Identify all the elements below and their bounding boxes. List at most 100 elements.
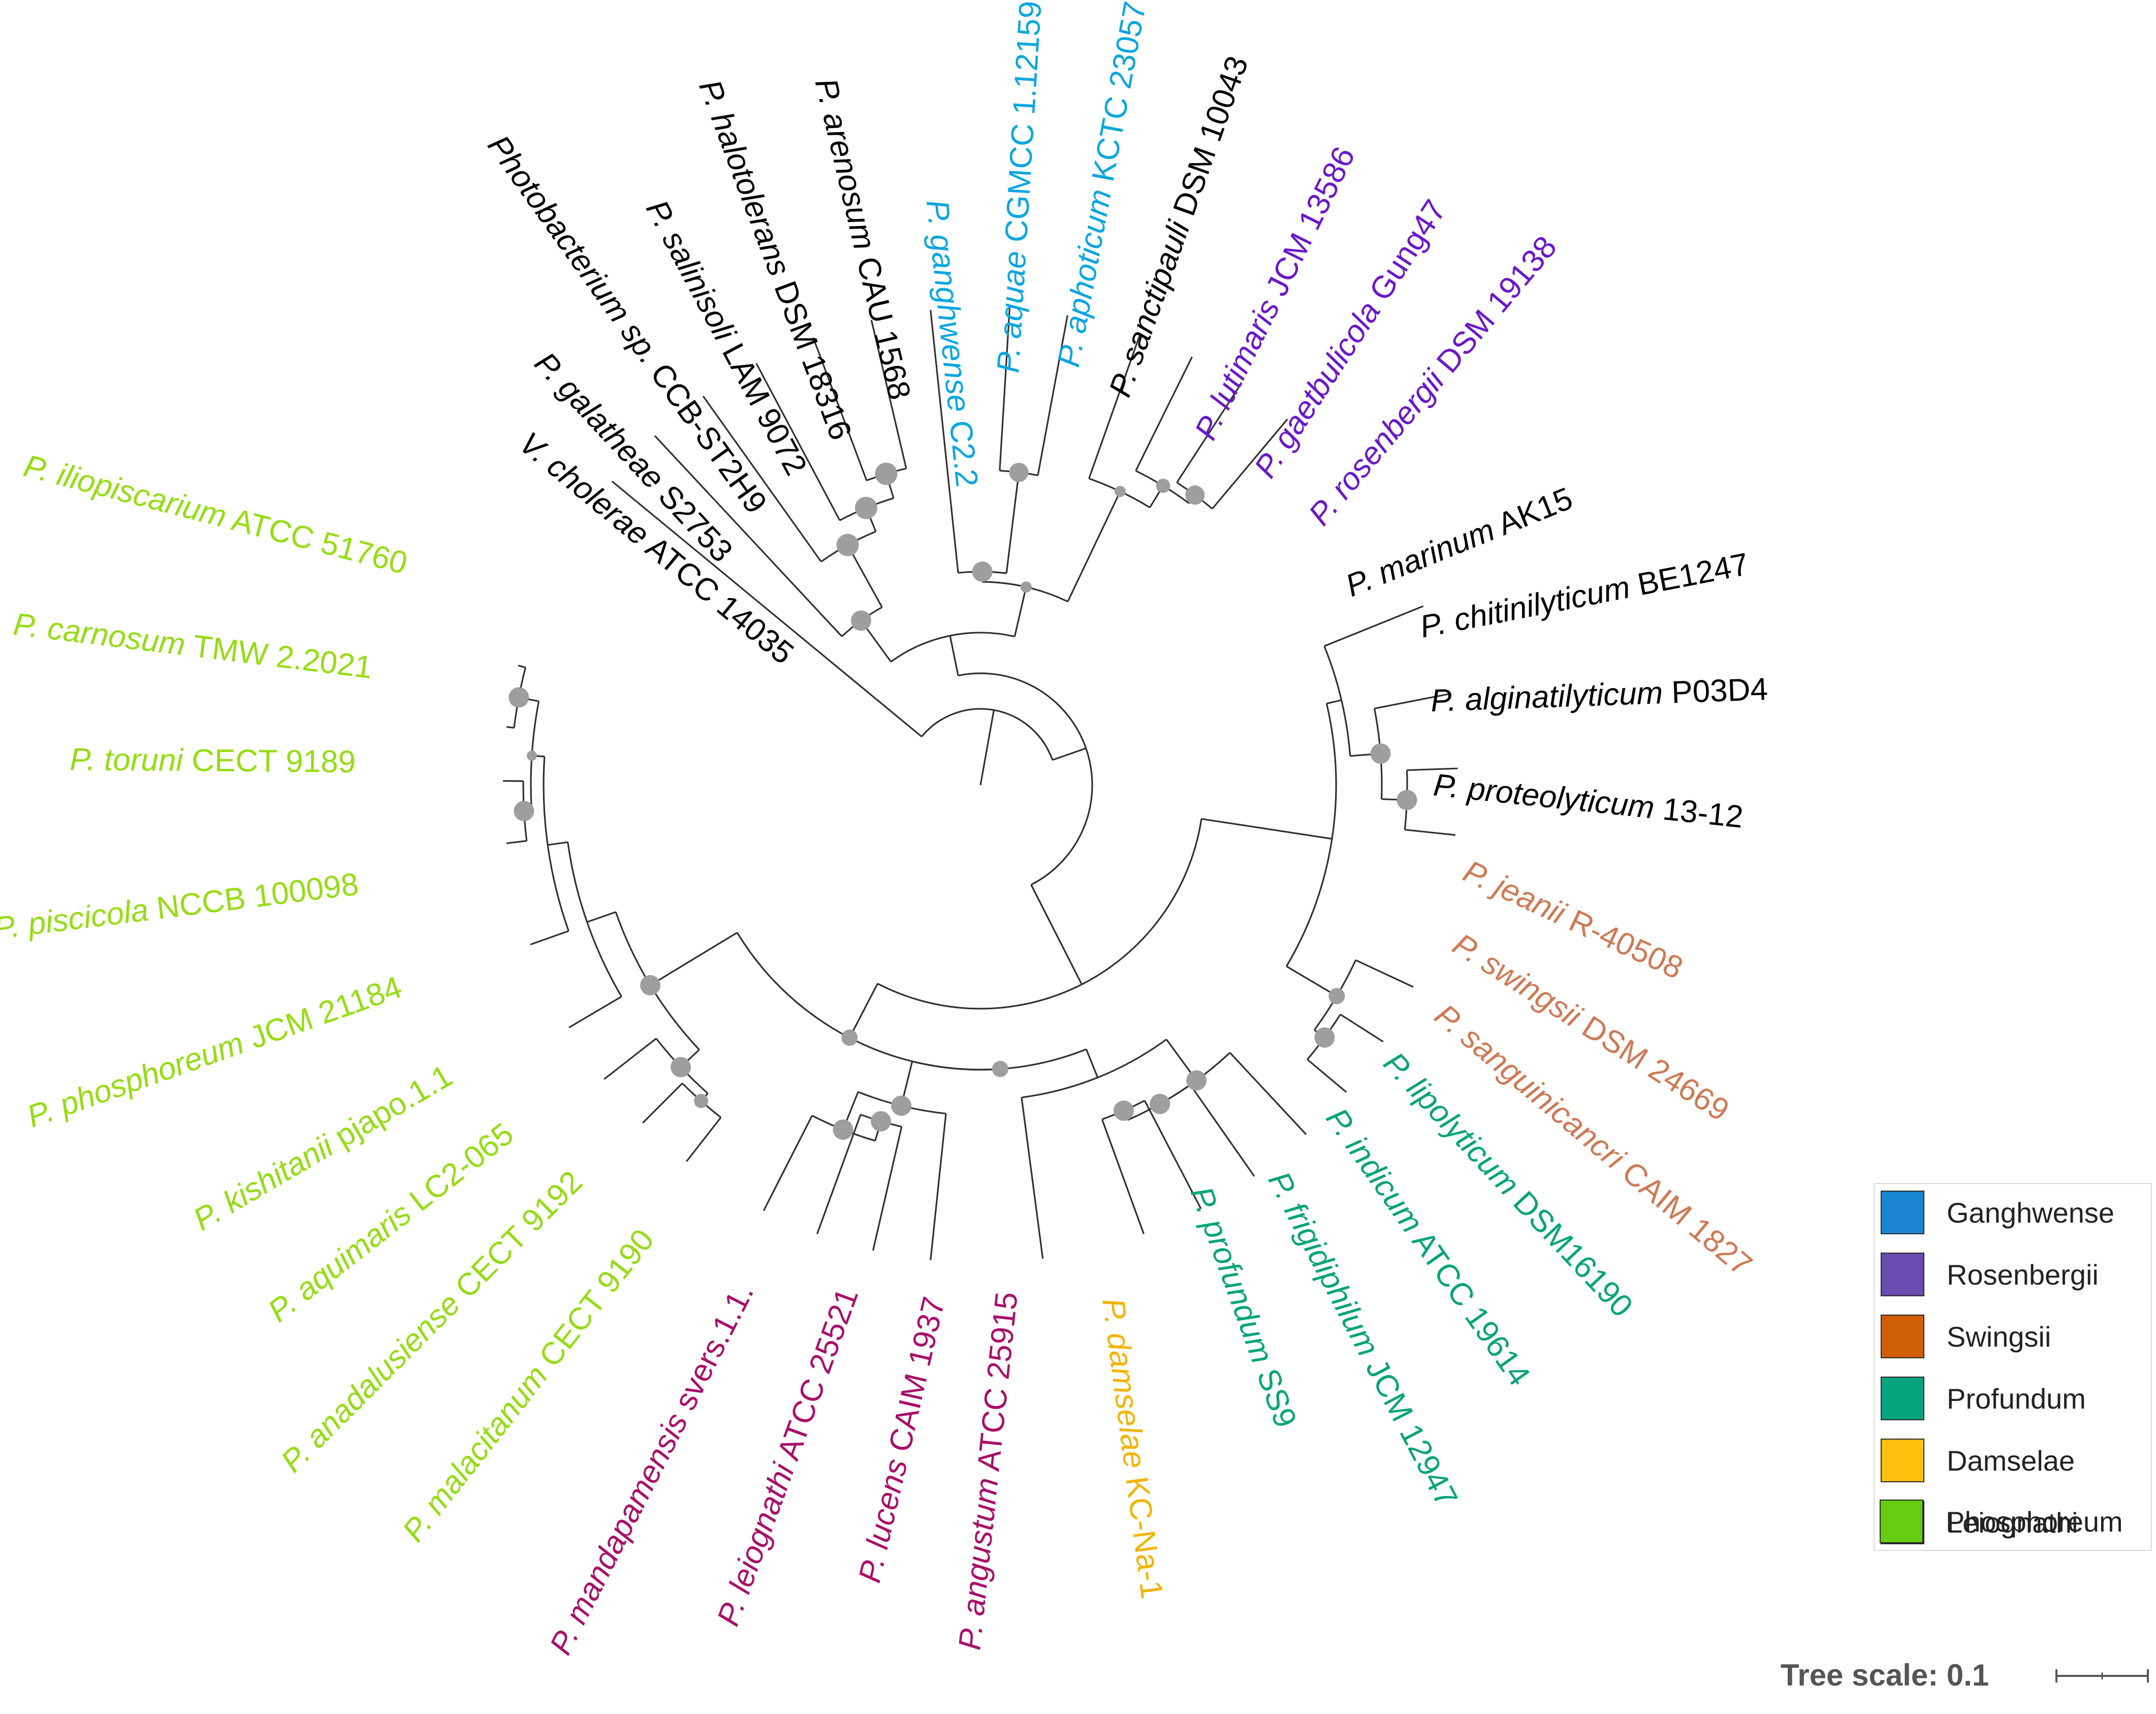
taxon-species: P. piscicola xyxy=(0,892,150,946)
taxon-strain: KCTC 23057 xyxy=(1084,0,1153,193)
branch-arc xyxy=(1323,645,1351,756)
taxon-strain: CAIM 1827 xyxy=(1609,1149,1759,1283)
branch xyxy=(816,1114,862,1234)
branch xyxy=(1085,1049,1099,1078)
branch xyxy=(1355,959,1414,988)
branch xyxy=(506,726,515,729)
legend-swatch xyxy=(1881,1191,1924,1234)
branch xyxy=(763,1115,813,1211)
taxon-strain: CGMCC 1.12159 xyxy=(998,0,1049,252)
branch xyxy=(999,308,1010,471)
branch xyxy=(870,320,907,469)
taxon-species: P. chitinilyticum xyxy=(1417,570,1633,645)
taxon-label: P. damselae KC-Na-1 xyxy=(1095,1296,1169,1601)
taxon-strain: CECT 9190 xyxy=(527,1223,661,1380)
branch xyxy=(1340,1013,1384,1043)
bootstrap-node xyxy=(514,801,534,822)
taxon-species: P. damselae xyxy=(1095,1296,1152,1471)
taxon-strain: KC-Na-1 xyxy=(1118,1466,1169,1601)
branch xyxy=(530,930,569,946)
legend-label: Swingsii xyxy=(1947,1320,2051,1353)
taxon-species: P. halotolerans xyxy=(692,75,797,281)
branch xyxy=(1030,884,1083,985)
branch xyxy=(1374,693,1450,709)
branch xyxy=(847,544,883,608)
taxon-label: P. chitinilyticum BE1247 xyxy=(1417,547,1752,645)
branch xyxy=(1144,1100,1202,1209)
bootstrap-node xyxy=(1397,790,1417,811)
branch xyxy=(949,635,959,676)
taxon-label: P. frigidiphilum JCM 12947 xyxy=(1261,1166,1465,1513)
taxon-strain: TMW 2.2021 xyxy=(183,628,374,685)
legend-item-profundum: Profundum xyxy=(1881,1376,2086,1421)
branch-arc xyxy=(1285,703,1337,967)
branch xyxy=(518,665,526,668)
bootstrap-node xyxy=(509,687,529,708)
taxon-species: P. ganghwense xyxy=(920,198,976,414)
branch-arc xyxy=(877,819,1202,1010)
taxon-species: P. toruni xyxy=(70,742,184,778)
legend-label: Phosphoreum xyxy=(1946,1505,2123,1538)
branch xyxy=(930,309,959,573)
bootstrap-node xyxy=(1009,462,1029,482)
taxon-label: P. lutimaris JCM 13586 xyxy=(1188,141,1362,445)
branch xyxy=(979,710,995,786)
branch xyxy=(1326,699,1342,705)
branch xyxy=(686,1117,722,1162)
bootstrap-node xyxy=(992,1061,1008,1077)
branch xyxy=(930,1113,947,1261)
legend-swatch xyxy=(1880,1500,1923,1543)
taxon-strain: svers.1.1. xyxy=(663,1278,760,1423)
bootstrap-node xyxy=(833,1119,853,1140)
taxon-species: P. aphoticum xyxy=(1051,186,1118,370)
taxon-label: P. aquae CGMCC 1.12159 xyxy=(991,0,1049,374)
taxon-strain: R-40508 xyxy=(1556,899,1688,986)
branch xyxy=(1021,1097,1044,1259)
taxon-label: P. ganghwense C2.2 xyxy=(920,198,985,489)
branch xyxy=(1013,586,1027,637)
taxon-species: P. indicum xyxy=(1319,1102,1430,1239)
taxon-label: P. angustum ATCC 25915 xyxy=(952,1290,1025,1651)
taxon-species: P. aquae xyxy=(991,250,1033,374)
branch xyxy=(872,1126,903,1251)
taxon-strain: JCM 21184 xyxy=(237,970,406,1058)
bootstrap-node xyxy=(1115,486,1126,497)
branch xyxy=(650,931,738,986)
clade-legend: Ganghwense Rosenbergii Swingsii Profundu… xyxy=(1874,1183,2152,1551)
taxon-strain: CAU 1568 xyxy=(848,245,917,403)
branch-arc xyxy=(921,708,1054,761)
branch xyxy=(848,983,878,1038)
bootstrap-node xyxy=(1150,1094,1170,1114)
bootstrap-node xyxy=(526,751,537,761)
taxon-species: P. jeanii xyxy=(1458,854,1572,931)
taxon-strain: DSM 24669 xyxy=(1569,1005,1735,1128)
branch xyxy=(1189,1084,1255,1177)
taxon-label: P. lucens CAIM 1937 xyxy=(852,1294,952,1586)
legend-item-ganghwense: Ganghwense xyxy=(1881,1190,2114,1235)
taxon-species: P. arenosum xyxy=(808,75,882,253)
branch xyxy=(587,911,616,923)
branch xyxy=(1005,472,1020,574)
taxon-species: P. lutimaris xyxy=(1188,294,1287,445)
taxon-label: P. gaetbulicola Gung47 xyxy=(1248,194,1453,484)
bootstrap-node xyxy=(1314,1027,1335,1048)
taxon-species: P. alginatilyticum xyxy=(1430,675,1663,719)
bootstrap-node xyxy=(1113,1100,1134,1121)
bootstrap-node xyxy=(841,1030,858,1046)
taxon-species: P. marinum xyxy=(1341,512,1499,604)
taxon-strain: JCM 12947 xyxy=(1355,1346,1465,1512)
branch xyxy=(1324,605,1424,647)
taxon-label: P. proteolyticum 13-12 xyxy=(1432,767,1745,835)
taxon-strain: CECT 9189 xyxy=(183,743,356,780)
branch-arc xyxy=(543,756,569,931)
bootstrap-node xyxy=(875,462,898,485)
bootstrap-node xyxy=(1328,988,1345,1005)
taxon-strain: P03D4 xyxy=(1662,672,1768,710)
taxon-strain: ATCC 51760 xyxy=(221,501,411,581)
taxon-species: P. frigidiphilum xyxy=(1261,1166,1386,1362)
branch xyxy=(702,395,822,563)
tree-scale-label: Tree scale: 0.1 xyxy=(1781,1658,1989,1692)
branch xyxy=(1067,491,1121,602)
branch xyxy=(1088,334,1141,479)
